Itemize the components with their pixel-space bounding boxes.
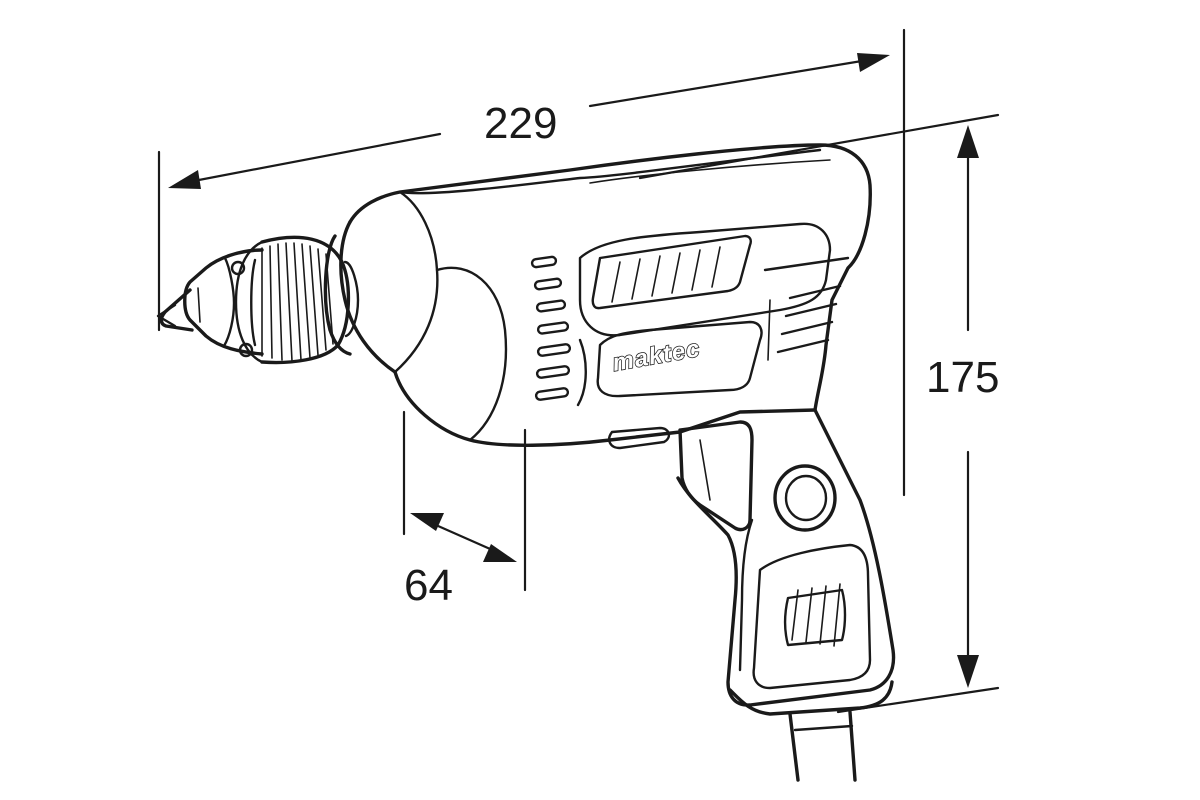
length-arrow-right: [857, 53, 890, 72]
height-arrow-top: [957, 125, 979, 158]
depth-arrow-left: [410, 513, 444, 531]
top-vent-slots: [591, 234, 752, 310]
handle-grip-panel: [752, 543, 872, 690]
length-line-right: [588, 56, 882, 108]
dimension-length: 229: [157, 28, 906, 497]
chuck-knurling: [250, 242, 334, 362]
side-louvres: [530, 255, 587, 407]
motor-side-curve: [435, 266, 508, 442]
motor-belly: [393, 370, 817, 447]
handle-outline: [676, 408, 896, 707]
rear-vents: [763, 256, 850, 361]
handle-base: [728, 680, 894, 716]
length-value: 229: [484, 99, 557, 148]
length-line-left: [176, 132, 442, 186]
drill-chuck: [156, 235, 351, 365]
depth-value: 64: [404, 561, 453, 610]
handle-grip-ribs: [783, 583, 847, 647]
height-extension-top: [638, 113, 1000, 180]
handle-front-edge: [738, 518, 754, 672]
depth-arrow-right: [483, 544, 517, 562]
drill-top-inner-line: [589, 159, 831, 184]
brand-label: maktec: [610, 335, 702, 377]
brand-badge: [596, 320, 763, 398]
height-value: 175: [926, 353, 999, 402]
dimension-height: 175: [638, 113, 1000, 714]
lock-button[interactable]: [773, 464, 837, 532]
length-arrow-left: [168, 170, 201, 189]
side-panel: [578, 222, 832, 337]
motor-front-ring: [393, 190, 439, 374]
height-extension-bottom: [836, 686, 1000, 714]
motor-front-housing: [339, 220, 397, 374]
dimension-depth: 64: [402, 410, 527, 610]
drill-housing-outline: [348, 143, 872, 412]
power-cord: [788, 710, 857, 782]
trigger-guard-line: [608, 426, 671, 450]
height-arrow-bottom: [957, 655, 979, 688]
chuck-collar: [323, 234, 360, 356]
trigger[interactable]: [678, 420, 754, 532]
drill-top-ridge: [398, 148, 822, 195]
